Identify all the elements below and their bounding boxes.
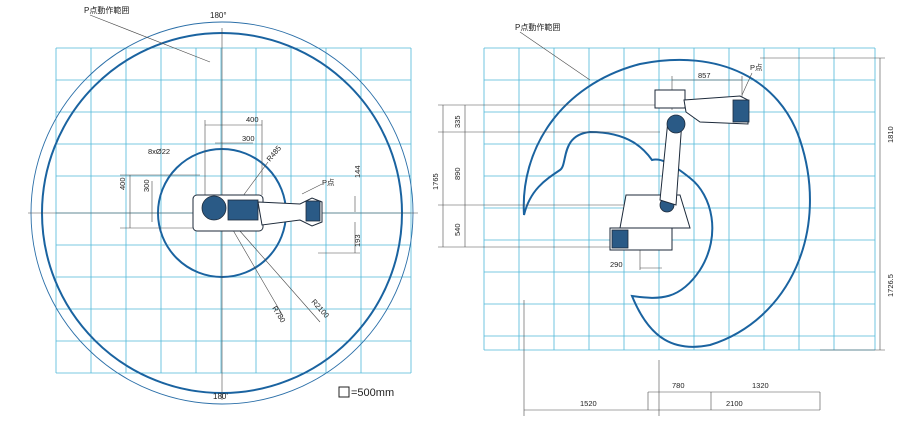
left-p-range-label: P点動作範囲 [84,5,129,15]
dim-540: 540 [453,223,462,236]
robot-wrist-side [732,99,750,123]
robot-elbow-joint [666,114,686,134]
dim-1765: 1765 [431,173,440,190]
dim-890: 890 [453,167,462,180]
dim-780: 780 [672,381,685,390]
dim-8x22: 8xØ22 [148,147,170,156]
dim-r485: R485 [265,144,283,164]
dim-290: 290 [610,260,623,269]
robot-motor-block [227,199,259,221]
robot-base-motor [611,229,629,249]
dim-r780: R780 [270,304,287,324]
robot-upper-arm-motor [654,89,686,109]
dim-300-top: 300 [242,134,255,143]
right-robot [609,89,750,251]
right-p-range-label: P点動作範囲 [515,22,560,32]
dim-2100: 2100 [726,399,743,408]
dim-right-p-point: P点 [750,63,763,72]
dim-300-left: 300 [142,179,151,192]
robot-turret [201,195,227,221]
dim-857: 857 [698,71,711,80]
left-angle-bottom: 180' [213,392,228,401]
dim-400-left: 400 [118,177,127,190]
left-angle-top: 180° [210,11,227,20]
dim-1320: 1320 [752,381,769,390]
dim-1726-5: 1726.5 [886,274,895,297]
dim-1520: 1520 [580,399,597,408]
robot-upper-arm [683,95,749,125]
right-grid [483,47,876,351]
left-robot [192,194,323,232]
robot-turret-side [619,194,691,229]
legend-square-icon [338,386,350,398]
dim-335: 335 [453,115,462,128]
robot-wrist-top [305,200,321,222]
dim-left-p-point: P点 [322,178,335,187]
dim-1810: 1810 [886,126,895,143]
left-dimensions [89,14,360,323]
dim-193: 193 [353,234,362,247]
dim-400-top: 400 [246,115,259,124]
legend-label: =500mm [351,387,394,399]
dim-144: 144 [353,165,362,178]
dim-r2100: R2100 [310,297,331,319]
